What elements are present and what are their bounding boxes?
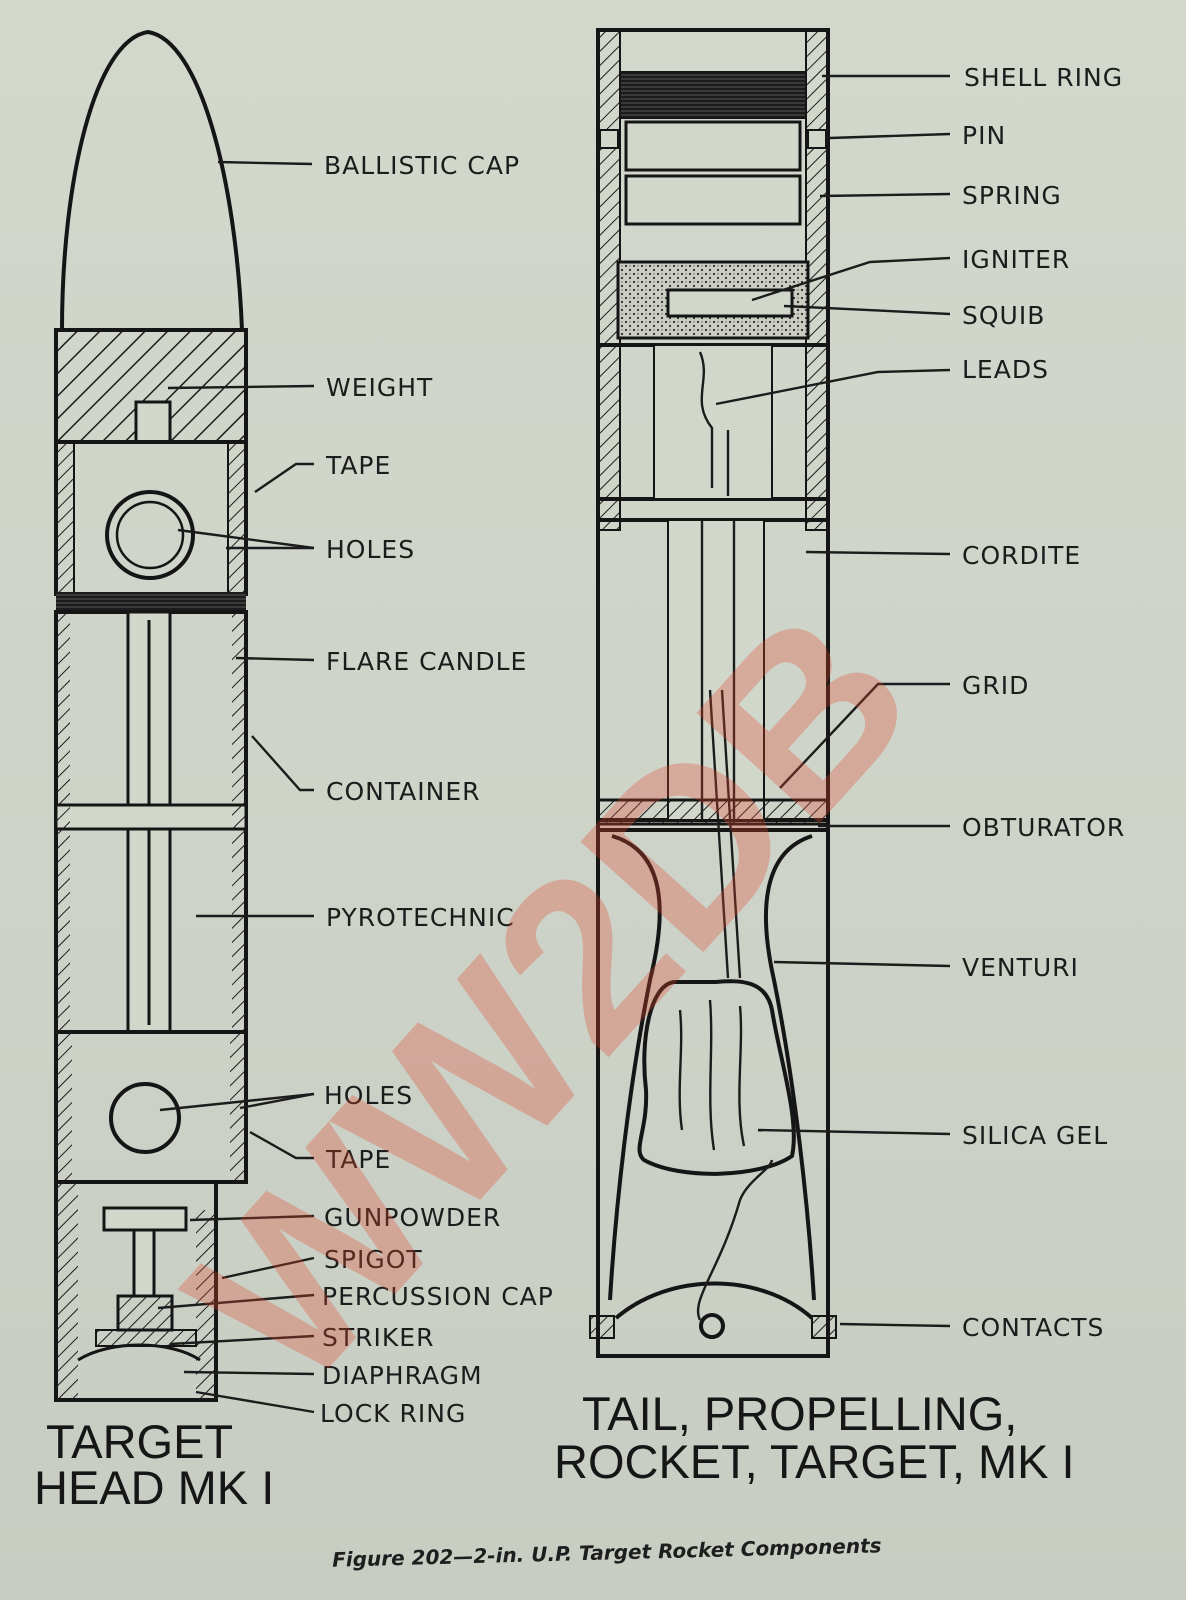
label-ballistic-cap: BALLISTIC CAP bbox=[324, 151, 520, 180]
label-squib: SQUIB bbox=[962, 301, 1045, 330]
ballistic-cap-shape bbox=[59, 29, 245, 332]
label-flare-candle: FLARE CANDLE bbox=[326, 647, 527, 676]
left-labels: BALLISTIC CAP WEIGHT TAPE HOLES FLARE CA… bbox=[320, 151, 554, 1428]
label-container: CONTAINER bbox=[326, 777, 481, 806]
right-title-line1: TAIL, PROPELLING, bbox=[582, 1387, 1017, 1440]
label-grid: GRID bbox=[962, 671, 1029, 700]
label-leads: LEADS bbox=[962, 355, 1049, 384]
label-holes-top: HOLES bbox=[326, 535, 415, 564]
label-silica-gel: SILICA GEL bbox=[962, 1121, 1108, 1150]
right-labels: SHELL RING PIN SPRING IGNITER SQUIB LEAD… bbox=[962, 63, 1125, 1342]
pin-left bbox=[599, 129, 619, 149]
label-shell-ring: SHELL RING bbox=[964, 63, 1123, 92]
lower-compartment bbox=[54, 1030, 248, 1184]
rocket-tail-drawing bbox=[589, 28, 837, 1358]
label-diaphragm: DIAPHRAGM bbox=[322, 1361, 483, 1390]
label-obturator: OBTURATOR bbox=[962, 813, 1125, 842]
label-contacts: CONTACTS bbox=[962, 1313, 1104, 1342]
label-spigot: SPIGOT bbox=[324, 1245, 423, 1274]
shell-ring-band bbox=[619, 71, 807, 119]
contacts-arc bbox=[614, 1281, 814, 1320]
lower-hole bbox=[109, 1082, 181, 1154]
label-igniter: IGNITER bbox=[962, 245, 1070, 274]
label-striker: STRIKER bbox=[322, 1323, 434, 1352]
label-venturi: VENTURI bbox=[962, 953, 1079, 982]
label-lock-ring: LOCK RING bbox=[320, 1399, 466, 1428]
right-title-line2: ROCKET, TARGET, MK I bbox=[554, 1435, 1075, 1488]
label-percussion-cap: PERCUSSION CAP bbox=[322, 1282, 554, 1311]
left-title-line1: TARGET bbox=[46, 1415, 233, 1468]
contacts-terminal bbox=[699, 1313, 725, 1339]
label-pin: PIN bbox=[962, 121, 1006, 150]
label-pyrotechnic: PYROTECHNIC bbox=[326, 903, 515, 932]
left-leader-lines bbox=[157, 160, 315, 1414]
target-head-drawing bbox=[54, 29, 248, 1402]
label-tape-bottom: TAPE bbox=[325, 1145, 391, 1174]
label-cordite: CORDITE bbox=[962, 541, 1081, 570]
venturi-shape bbox=[608, 834, 662, 1301]
upper-compartment bbox=[54, 440, 248, 596]
figure-caption: Figure 202—2-in. U.P. Target Rocket Comp… bbox=[332, 1533, 882, 1571]
pin-right bbox=[807, 129, 827, 149]
upper-hole-outer bbox=[105, 490, 195, 580]
label-holes-bottom: HOLES bbox=[324, 1081, 413, 1110]
label-gunpowder: GUNPOWDER bbox=[324, 1203, 501, 1232]
spring-block bbox=[624, 174, 802, 226]
right-leader-lines bbox=[715, 74, 951, 1328]
left-title-line2: HEAD MK I bbox=[34, 1461, 274, 1514]
grid-plate bbox=[596, 798, 830, 826]
label-spring: SPRING bbox=[962, 181, 1062, 210]
silica-gel-bag bbox=[637, 979, 796, 1176]
label-weight: WEIGHT bbox=[326, 373, 433, 402]
label-tape-top: TAPE bbox=[325, 451, 391, 480]
